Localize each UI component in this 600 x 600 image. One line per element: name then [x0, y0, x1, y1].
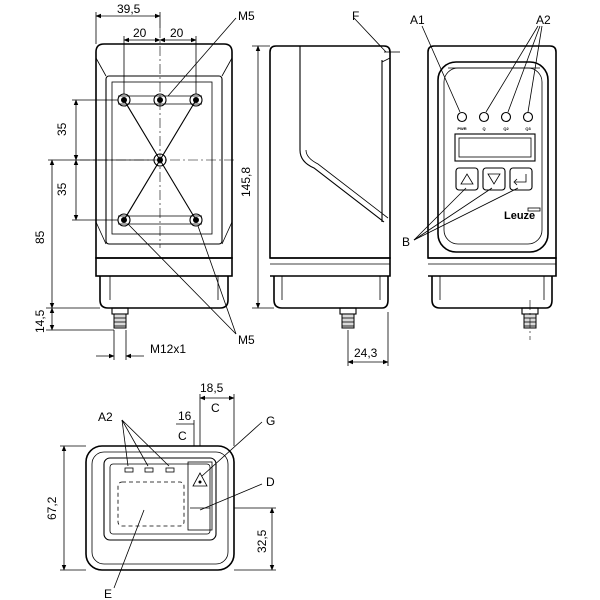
- front-base-lower: [99, 276, 229, 309]
- label-g: G: [266, 414, 275, 428]
- dim-24-3: 24,3: [354, 346, 378, 360]
- laser-warning-icon: [192, 472, 208, 487]
- top-led-1: [124, 467, 134, 473]
- back-panel-outline: [437, 61, 549, 253]
- back-view: PWR Q Q2 Q3 Leuze: [402, 13, 557, 340]
- dim-14-5: 14,5: [33, 309, 47, 333]
- led-q1: [478, 111, 490, 123]
- label-d: D: [266, 475, 275, 489]
- led-pwr: [456, 111, 468, 123]
- label-c-mid: C: [178, 429, 187, 443]
- label-m5-bottom: M5: [238, 333, 255, 347]
- label-b: B: [402, 235, 410, 249]
- dim-39-5: 39,5: [117, 2, 141, 16]
- dim-20-right: 20: [170, 26, 184, 40]
- label-a1: A1: [410, 13, 425, 27]
- label-m5-top: M5: [238, 9, 255, 23]
- label-a2-back: A2: [536, 13, 551, 27]
- front-m12-connector: [111, 307, 129, 329]
- top-window-frame: [103, 457, 217, 541]
- led-q2: [500, 111, 512, 123]
- dim-35-upper: 35: [55, 122, 69, 136]
- led-label-1: Q: [482, 126, 485, 131]
- enter-icon: [515, 174, 527, 183]
- dim-18-5: 18,5: [200, 381, 224, 395]
- led-label-3: Q3: [525, 126, 531, 131]
- dim-m12x1: M12x1: [150, 342, 186, 356]
- led-label-2: Q2: [503, 126, 509, 131]
- side-m12-connector: [339, 307, 357, 329]
- side-view: F 145,8 24,3: [239, 9, 400, 366]
- dim-20-left: 20: [133, 26, 147, 40]
- display-screen: [454, 133, 536, 162]
- top-led-3: [165, 467, 175, 473]
- front-view: 39,5 20 20 M5 35 35 85 14,5 M12x1: [33, 2, 255, 360]
- dim-145-8: 145,8: [239, 167, 253, 197]
- label-a2-top: A2: [98, 410, 113, 424]
- arrow-down-icon: [487, 173, 501, 185]
- optics-area: [117, 481, 185, 527]
- front-housing-outline: [95, 43, 233, 259]
- front-base-upper: [95, 257, 233, 277]
- top-view: 67,2 32,5 18,5 C 16 C A2 G D E: [45, 381, 276, 600]
- button-enter[interactable]: [509, 167, 533, 191]
- label-f: F: [352, 9, 359, 23]
- dim-16: 16: [178, 409, 192, 423]
- button-down[interactable]: [482, 167, 506, 191]
- arrow-up-icon: [460, 173, 474, 185]
- back-housing-outline: [427, 45, 557, 259]
- dim-32-5: 32,5: [255, 529, 269, 553]
- brand-logo: Leuze: [504, 210, 535, 222]
- m5-hole-bottom-right: [189, 213, 203, 227]
- side-housing-outline: [269, 45, 391, 259]
- led-q3: [522, 111, 534, 123]
- label-e: E: [104, 587, 112, 600]
- dim-35-lower: 35: [55, 182, 69, 196]
- button-up[interactable]: [455, 167, 479, 191]
- dim-85: 85: [33, 230, 47, 244]
- led-label-0: PWR: [457, 126, 466, 131]
- label-c-top: C: [211, 401, 220, 415]
- dim-67-2: 67,2: [45, 496, 59, 520]
- front-mounting-plate: [111, 81, 213, 235]
- top-led-2: [144, 467, 154, 473]
